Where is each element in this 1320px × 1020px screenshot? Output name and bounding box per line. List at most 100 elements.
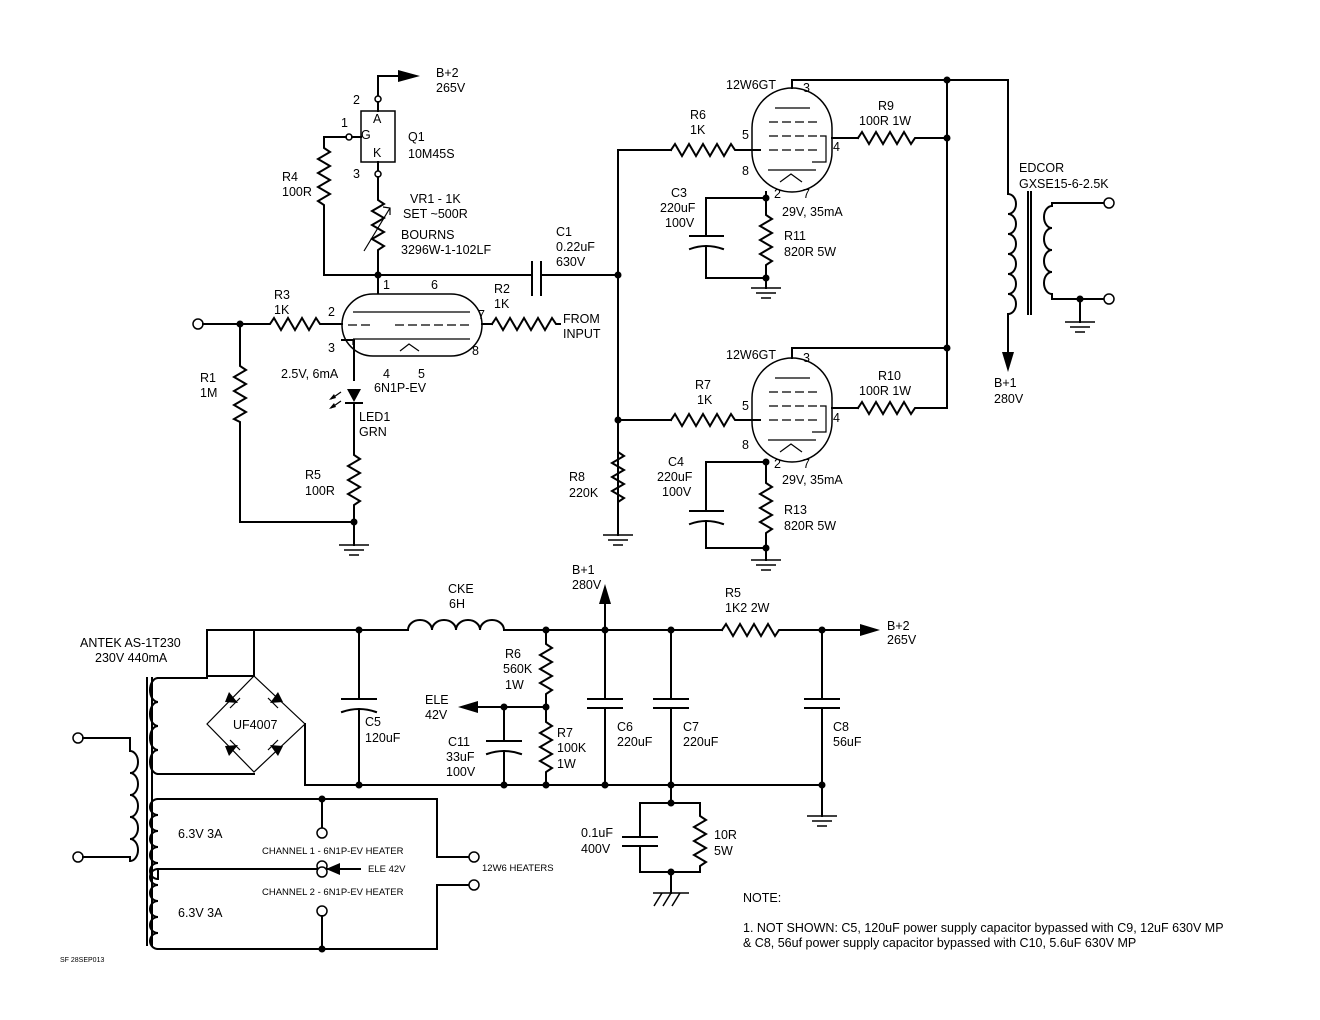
cke-choke	[406, 619, 506, 632]
c3-voltage: 100V	[665, 216, 695, 230]
tube-bot-pin7: 7	[803, 457, 810, 471]
input-terminal[interactable]	[192, 318, 204, 330]
r13-ref: R13	[784, 503, 807, 517]
preamp-section: A G K Q1 10M45S 2 1 3 B+2 265V R4 100R V…	[192, 66, 619, 556]
tube-top-pin2: 2	[774, 187, 781, 201]
ground-symbol	[750, 559, 782, 571]
r9-resistor	[856, 130, 948, 146]
ch2-heater-label: CHANNEL 2 - 6N1P-EV HEATER	[262, 887, 404, 898]
speaker-terminal-hot[interactable]	[1103, 197, 1115, 209]
power-supply-section: ANTEK AS-1T230 230V 440mA UF4007	[72, 563, 917, 953]
ch2-heater-terminal-b[interactable]	[316, 905, 328, 917]
edcor-maker: EDCOR	[1019, 161, 1064, 175]
r4-ref: R4	[282, 170, 298, 184]
r1-ref: R1	[200, 371, 216, 385]
w6-heaters-label: 12W6 HEATERS	[482, 863, 554, 874]
c1-value: 0.22uF	[556, 240, 595, 254]
bias-label: 2.5V, 6mA	[281, 367, 339, 381]
tube-bot-pin2: 2	[774, 457, 781, 471]
q1-pin2-num: 2	[353, 93, 360, 107]
q1-pin-g: G	[361, 128, 371, 142]
bplus1-amp-name: B+1	[994, 376, 1017, 390]
tube-bot-12w6gt	[751, 357, 833, 463]
w6-heater-terminal-1[interactable]	[468, 851, 480, 863]
r3-ref: R3	[274, 288, 290, 302]
c5-value: 120uF	[365, 731, 401, 745]
tube-top-12w6gt	[751, 87, 833, 193]
r9-value: 100R 1W	[859, 114, 911, 128]
mains-terminal-1[interactable]	[72, 732, 84, 744]
r11-ref: R11	[784, 229, 806, 243]
psu-r6-resistor	[538, 639, 554, 708]
psu-bplus2-value: 265V	[887, 633, 917, 647]
gnd-cap-voltage: 400V	[581, 842, 611, 856]
r6-value: 1K	[690, 123, 706, 137]
bridge-outline	[206, 675, 306, 773]
tube-6n1p-pin5: 5	[418, 367, 425, 381]
psu-bplus1-value: 280V	[572, 578, 602, 592]
output-section: R8 220K R6 1K 12W6GT 3 5 4 8 2 7 R9 100R…	[569, 76, 1115, 571]
bplus2-top-value: 265V	[436, 81, 466, 95]
c8-ref: C8	[833, 720, 849, 734]
psu-bplus2-name: B+2	[887, 619, 910, 633]
vr1-part: 3296W-1-102LF	[401, 243, 491, 257]
r13-value: 820R 5W	[784, 519, 836, 533]
psu-r5-resistor	[720, 622, 861, 638]
ch1-heater-terminal-a[interactable]	[316, 827, 328, 839]
cke-value: 6H	[449, 597, 465, 611]
r11-resistor	[758, 209, 774, 289]
psu-r5-ref: R5	[725, 586, 741, 600]
c4-voltage: 100V	[662, 485, 692, 499]
gnd-cap-value: 0.1uF	[581, 826, 613, 840]
c3-value: 220uF	[660, 201, 696, 215]
psu-r6-value: 560K	[503, 662, 533, 676]
c6-ref: C6	[617, 720, 633, 734]
tube-bot-pin3: 3	[803, 351, 810, 365]
r8-value: 220K	[569, 486, 599, 500]
r2-value: 1K	[494, 297, 510, 311]
psu-r7-resistor	[538, 706, 554, 786]
ground-symbol	[602, 534, 634, 546]
r7-value: 1K	[697, 393, 713, 407]
notes-block: NOTE: 1. NOT SHOWN: C5, 120uF power supp…	[743, 891, 1224, 950]
c1-ref: C1	[556, 225, 572, 239]
vr1-setting: SET ~500R	[403, 207, 468, 221]
q1-pin1-num: 1	[341, 116, 348, 130]
tube-bot-pin4: 4	[833, 411, 840, 425]
psu-r6-power: 1W	[505, 678, 524, 692]
tube-6n1p-pin1: 1	[383, 278, 390, 292]
speaker-terminal-common[interactable]	[1103, 293, 1115, 305]
tube-bot-pin5: 5	[742, 399, 749, 413]
edcor-primary-coil	[1006, 192, 1017, 316]
cathode-top-label: 29V, 35mA	[782, 205, 843, 219]
r10-value: 100R 1W	[859, 384, 911, 398]
psu-r7-power: 1W	[557, 757, 576, 771]
tube-6n1p-pin6: 6	[431, 278, 438, 292]
heater2-label: 6.3V 3A	[178, 906, 223, 920]
footer-tag: SF 28SEP013	[60, 957, 104, 964]
r1-resistor	[231, 359, 355, 523]
tube-6n1p-pin3: 3	[328, 341, 335, 355]
psu-primary-coil	[128, 749, 139, 863]
vr1-trimmer	[370, 191, 386, 276]
ch2-heater-terminal-a[interactable]	[316, 866, 328, 878]
c11-ref: C11	[448, 735, 470, 749]
tube-top-part: 12W6GT	[726, 78, 776, 92]
tube-6n1p-pin8: 8	[472, 344, 479, 358]
tube-6n1p-part: 6N1P-EV	[374, 381, 427, 395]
r5-value: 100R	[305, 484, 335, 498]
r7-ref: R7	[695, 378, 711, 392]
psu-r7-value: 100K	[557, 741, 587, 755]
r9-ref: R9	[878, 99, 894, 113]
tube-6n1p-pin4: 4	[383, 367, 390, 381]
led1-color: GRN	[359, 425, 387, 439]
ele-value: 42V	[425, 708, 448, 722]
tube-top-pin7: 7	[803, 187, 810, 201]
tube-bot-pin8: 8	[742, 438, 749, 452]
psu-r5-value: 1K2 2W	[725, 601, 770, 615]
mains-terminal-2[interactable]	[72, 851, 84, 863]
w6-heater-terminal-2[interactable]	[468, 879, 480, 891]
gnd-res-value: 10R	[714, 828, 737, 842]
ground-symbol	[338, 544, 370, 556]
